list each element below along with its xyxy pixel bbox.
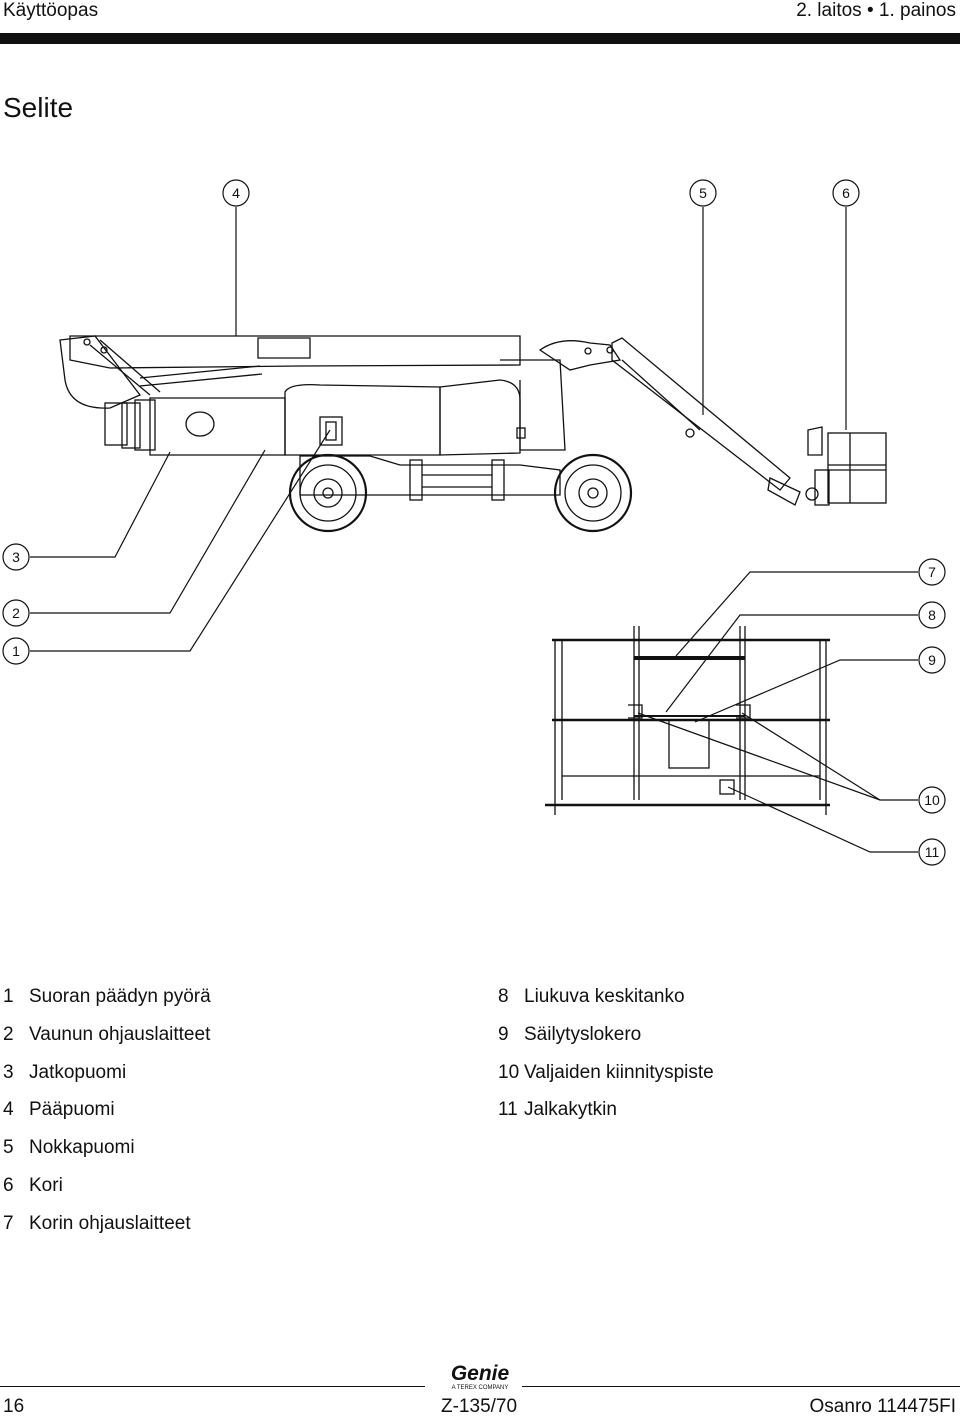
- footer-rule-left: [0, 1386, 425, 1387]
- boom-lift-diagram: 4 5 6 3 2 1 7 8 9 10 11: [2, 179, 946, 866]
- svg-text:5: 5: [699, 185, 707, 201]
- svg-text:11: 11: [925, 844, 940, 860]
- svg-text:A TEREX COMPANY: A TEREX COMPANY: [452, 1385, 509, 1391]
- svg-text:3: 3: [12, 549, 20, 565]
- svg-text:1: 1: [12, 643, 20, 659]
- leader-lines: [30, 207, 918, 853]
- manual-title: Käyttöopas: [3, 0, 99, 21]
- svg-text:Genie: Genie: [451, 1362, 510, 1385]
- svg-text:2: 2: [12, 605, 20, 621]
- edition-info: 2. laitos • 1. painos: [796, 0, 956, 21]
- genie-logo: Genie A TEREX COMPANY: [451, 1362, 510, 1391]
- svg-text:8: 8: [928, 607, 936, 623]
- page-number: 16: [3, 1396, 25, 1417]
- callout-markers: [2, 179, 946, 866]
- svg-text:9: 9: [928, 652, 936, 668]
- callout-numbers: 4 5 6 3 2 1 7 8 9 10 11: [12, 185, 940, 860]
- model-number: Z-135/70: [441, 1396, 518, 1417]
- boom-lift-side-view: [59, 335, 887, 533]
- part-number: Osanro 114475FI: [809, 1396, 956, 1417]
- section-title: Selite: [3, 92, 74, 123]
- svg-text:10: 10: [924, 792, 940, 808]
- platform-front-view: [545, 626, 830, 815]
- svg-text:4: 4: [232, 185, 240, 201]
- footer-rule-right: [522, 1386, 960, 1387]
- header-rule: [0, 33, 960, 44]
- svg-text:6: 6: [842, 185, 850, 201]
- svg-text:7: 7: [928, 564, 936, 580]
